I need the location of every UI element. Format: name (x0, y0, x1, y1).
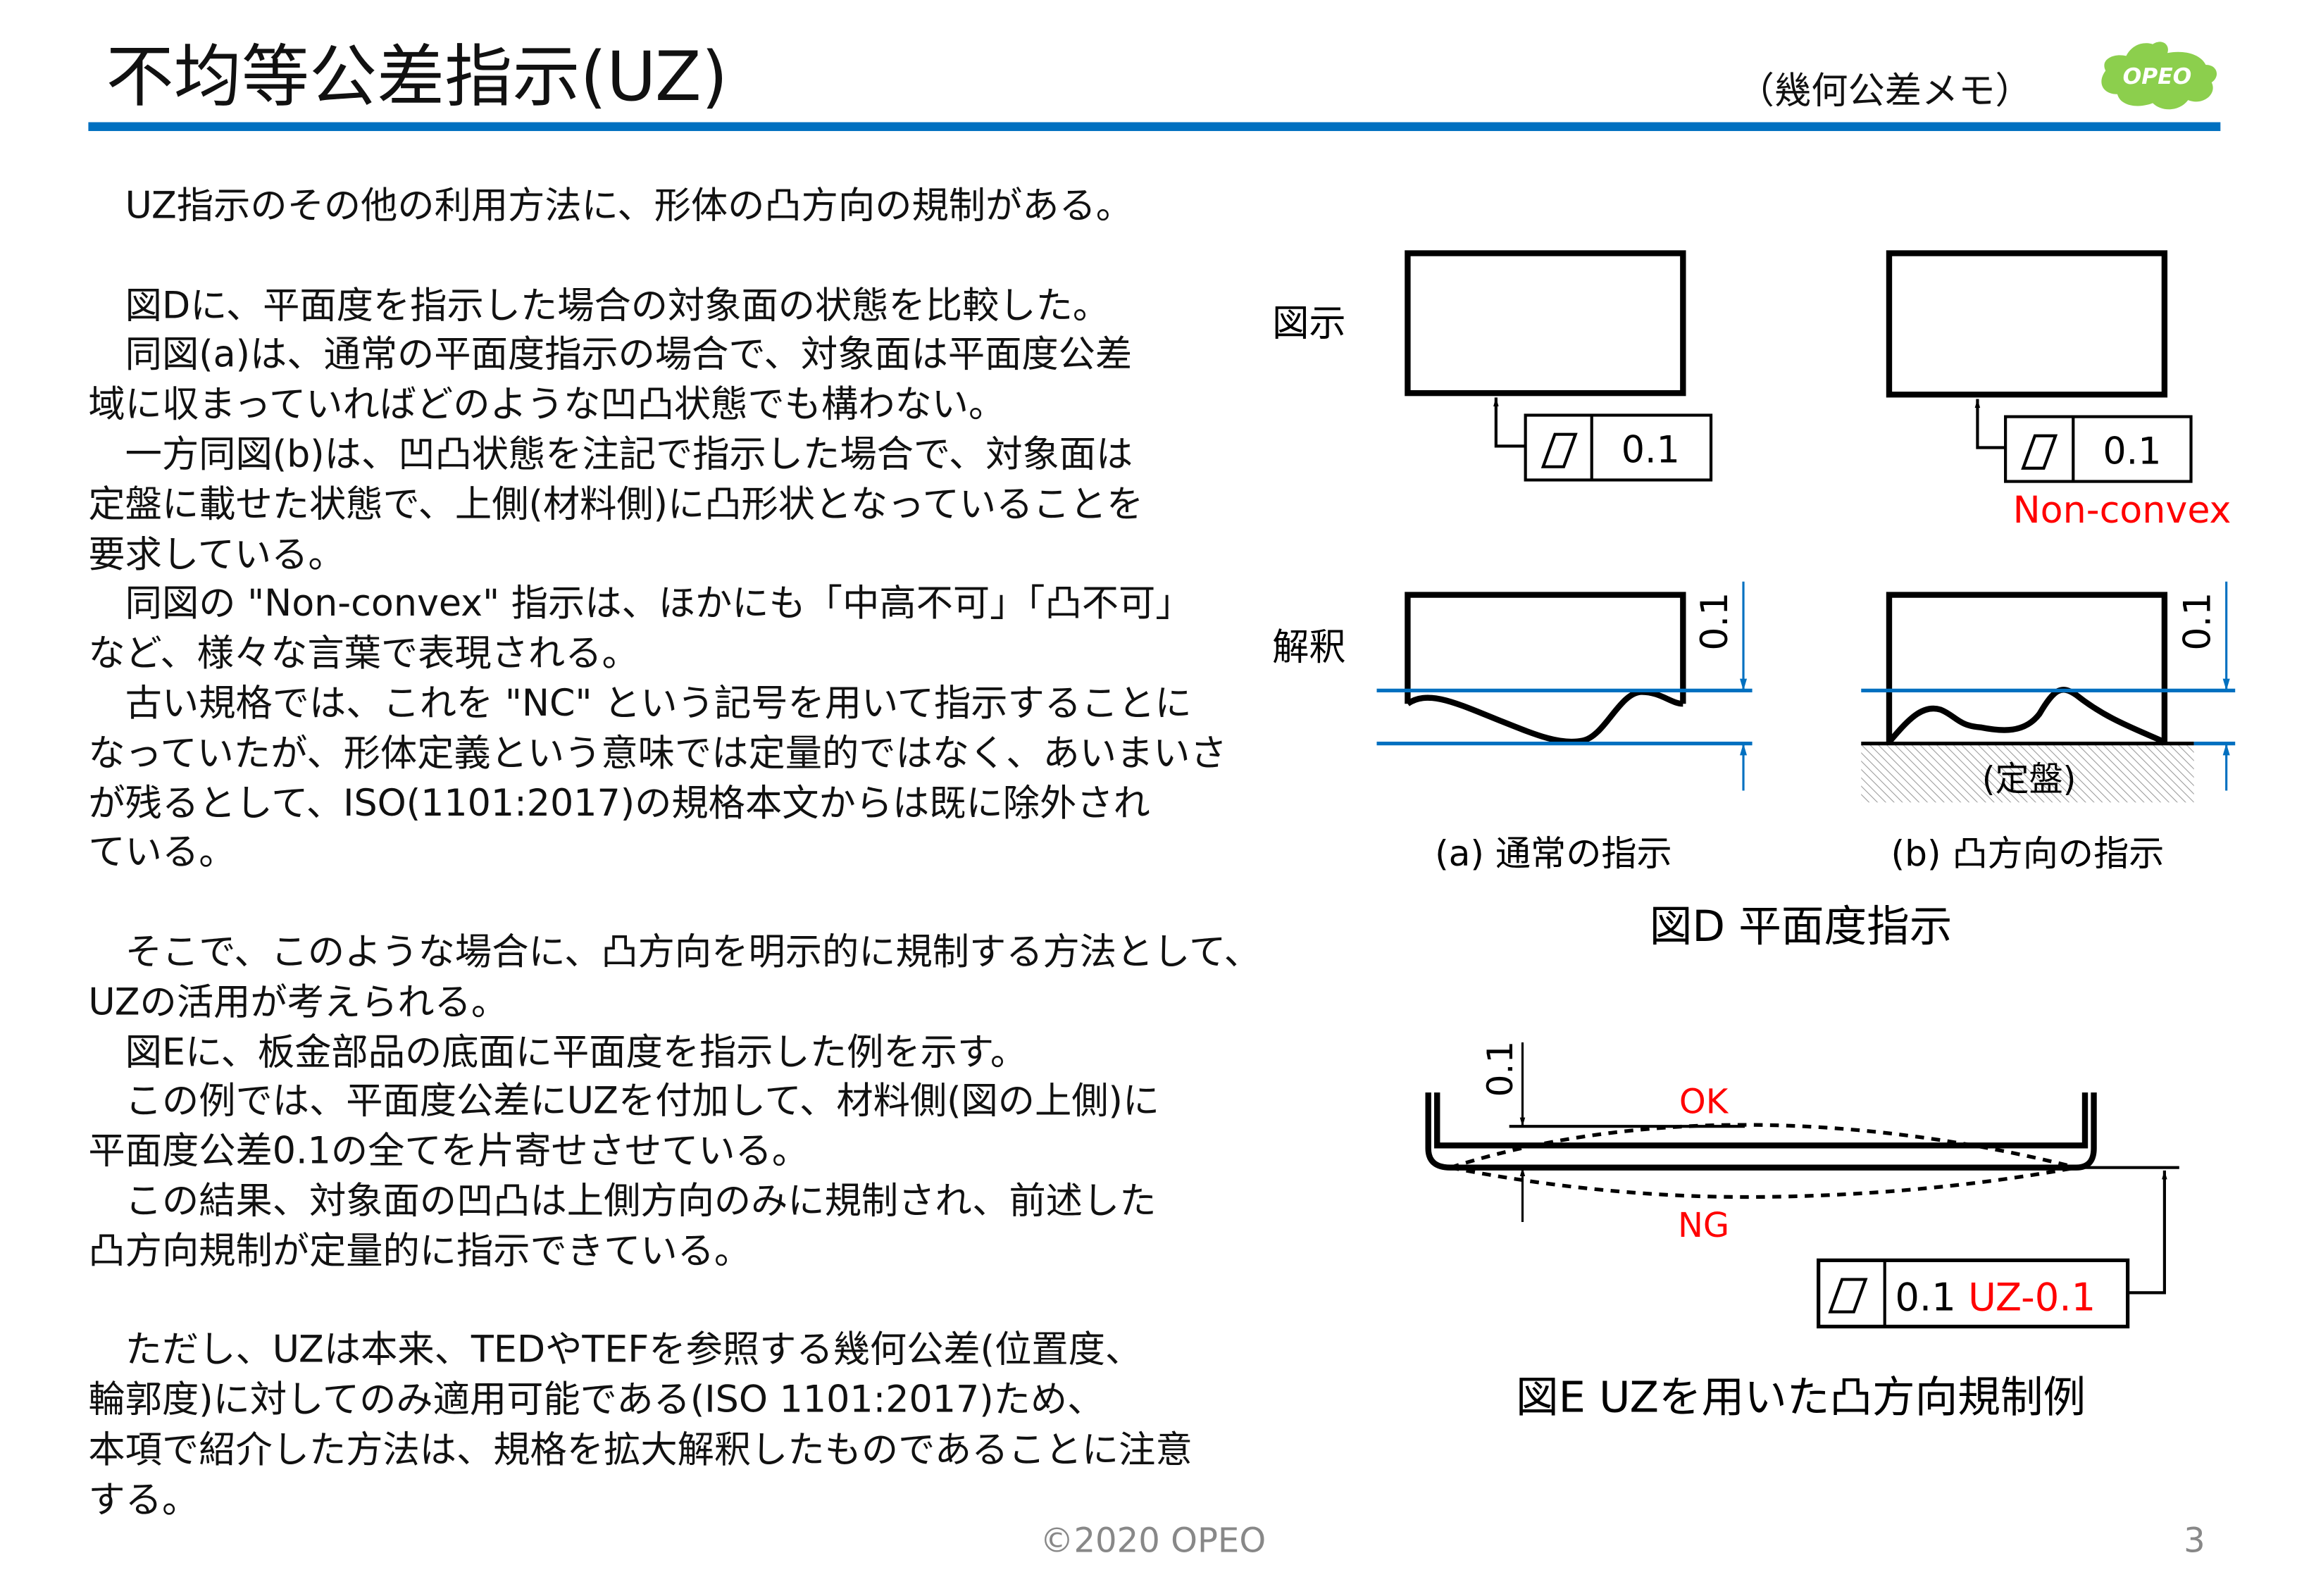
page-subtitle: （幾何公差メモ） (1737, 69, 2032, 112)
indication-b: 0.1 Non-convex (1886, 250, 2231, 532)
non-convex-note: Non-convex (2013, 489, 2231, 532)
figure-d-caption: 図D 平面度指示 (1650, 902, 1953, 952)
body-line: 同図(a)は、通常の平面度指示の場合で、対象面は平面度公差 (88, 333, 1133, 376)
indication-a: 0.1 (1405, 250, 1713, 482)
body-line: 図Dに、平面度を指示した場合の対象面の状態を比較した。 (88, 283, 1110, 327)
tolerance-e: 0.1 (1895, 1275, 1955, 1319)
body-line: 本項で紹介した方法は、規格を拡大解釈したものであることに注意 (88, 1428, 1193, 1471)
feature-control-frame (1524, 413, 1713, 482)
body-line: UZ指示のその他の利用方法に、形体の凸方向の規制がある。 (88, 184, 1133, 227)
caption-a: (a) 通常の指示 (1435, 833, 1672, 874)
tolerance-a: 0.1 (1621, 428, 1680, 471)
flatness-icon (2021, 434, 2058, 470)
body-line: 凸方向規制が定量的に指示できている。 (88, 1228, 752, 1272)
body-line: 域に収まっていればどのような凹凸状態でも構わない。 (88, 382, 1006, 426)
body-line: 輪郭度)に対してのみ適用可能である(ISO 1101:2017)ため、 (88, 1378, 1104, 1421)
surface-plate-label: (定盤) (1982, 760, 2077, 799)
body-line: この例では、平面度公差にUZを付加して、材料側(図の上側)に (88, 1079, 1160, 1123)
label-indication: 図示 (1272, 302, 1346, 345)
body-text: UZ指示のその他の利用方法に、形体の凸方向の規制がある。 図Dに、平面度を指示し… (88, 181, 1261, 1525)
dim-e: 0.1 (1479, 1041, 1521, 1097)
header-rule (88, 122, 2221, 132)
figure-d: 図示 解釈 0.1 0.1 Non-convex (1272, 250, 2236, 952)
body-line: など、様々な言葉で表現される。 (88, 632, 639, 675)
svg-text:OPEO: OPEO (2123, 64, 2192, 89)
feature-control-frame (2004, 415, 2193, 483)
flatness-icon (1540, 432, 1578, 468)
surface-plate (1861, 743, 2194, 803)
body-line: が残るとして、ISO(1101:2017)の規格本文からは既に除外され (88, 781, 1150, 824)
caption-b: (b) 凸方向の指示 (1891, 833, 2165, 874)
body-line: 要求している。 (88, 532, 345, 575)
copyright: ©2020 OPEO (1040, 1522, 1266, 1561)
frame-text: 0.1 UZ-0.1 (1895, 1275, 2096, 1319)
body-line: 一方同図(b)は、凹凸状態を注記で指示した場合で、対象面は (88, 432, 1133, 476)
dim-b: 0.1 (2177, 592, 2220, 651)
page-number: 3 (2184, 1522, 2205, 1561)
interpretation-a: 0.1 (1376, 581, 1753, 791)
dim-a: 0.1 (1693, 592, 1736, 651)
figure-e: 0.1 OK NG 0.1 UZ-0.1 図E UZを用いた凸方向規制例 (1425, 1041, 2179, 1423)
body-line: ただし、UZは本来、TEDやTEFを参照する幾何公差(位置度、 (88, 1328, 1143, 1371)
flatness-icon (1828, 1278, 1868, 1314)
ok-profile (1450, 1123, 2077, 1170)
ng-profile (1450, 1166, 2077, 1199)
body-line: 定盤に載せた状態で、上側(材料側)に凸形状となっていることを (88, 482, 1144, 525)
body-line: UZの活用が考えられる。 (88, 980, 509, 1023)
page-title: 不均等公差指示(UZ) (106, 37, 728, 117)
body-line: する。 (88, 1478, 199, 1521)
body-line: 図Eに、板金部品の底面に平面度を指示した例を示す。 (88, 1030, 1028, 1073)
label-interpretation: 解釈 (1272, 625, 1346, 668)
tolerance-b: 0.1 (2103, 430, 2161, 473)
body-line: 同図の "Non-convex" 指示は、ほかにも「中高不可」「凸不可」 (88, 582, 1193, 625)
body-line: この結果、対象面の凹凸は上側方向のみに規制され、前述した (88, 1179, 1157, 1222)
opeo-logo: OPEO (2101, 42, 2217, 110)
body-line: 古い規格では、これを "NC" という記号を用いて指示することに (88, 681, 1192, 725)
figure-e-caption: 図E UZを用いた凸方向規制例 (1516, 1373, 2086, 1423)
body-line: なっていたが、形体定義という意味では定量的ではなく、あいまいさ (88, 731, 1227, 775)
body-line: 平面度公差0.1の全てを片寄せさせている。 (88, 1129, 809, 1173)
ng-label: NG (1678, 1206, 1729, 1245)
ok-label: OK (1679, 1082, 1729, 1121)
interpretation-b: 0.1 (定盤) (1861, 581, 2236, 803)
uz-modifier: UZ-0.1 (1968, 1275, 2096, 1319)
body-line: ている。 (88, 830, 236, 874)
body-line: そこで、このような場合に、凸方向を明示的に規制する方法として、 (88, 930, 1261, 973)
